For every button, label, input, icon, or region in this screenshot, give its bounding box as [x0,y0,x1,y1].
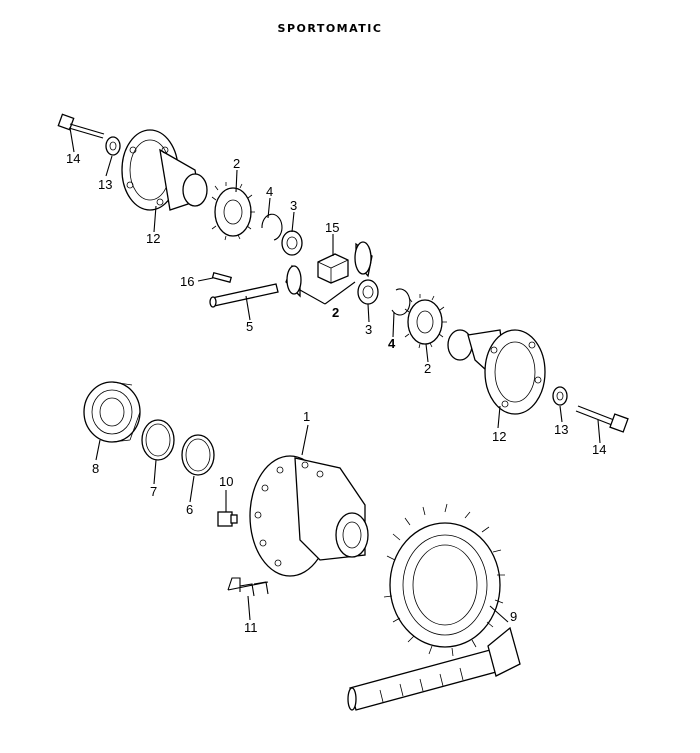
callout-11: 11 [244,620,258,635]
callout-1: 1 [303,409,311,424]
callout-2c: 2 [424,361,432,376]
side-gear-part-2a [211,182,255,241]
thrust-washer-part-3a [281,230,303,256]
callout-8: 8 [92,461,100,476]
cross-block-part-15 [317,253,349,284]
clip-part-11 [227,577,269,597]
callout-13b: 13 [554,422,569,437]
pinion-shaft-part-9 [347,626,521,711]
snap-ring-part-4a [261,213,283,241]
callout-10: 10 [219,474,234,489]
callout-3b: 3 [365,322,373,337]
pin-part-16 [211,271,233,284]
shim-part-7 [141,419,175,461]
snap-ring-part-4b [391,288,411,316]
ring-gear-part-9 [383,503,505,657]
callout-12a: 12 [146,231,161,246]
diagram-title: SPORTOMATIC [277,22,383,35]
bearing-part-8 [83,381,141,443]
callout-6: 6 [186,502,194,517]
callout-2b: 2 [332,305,340,320]
bolt-part-14a [57,113,105,139]
flange-part-12a [121,129,208,211]
bolt-part-14b [575,405,629,433]
callout-5: 5 [246,319,254,334]
thrust-washer-part-3b [357,279,379,305]
plug-part-10 [217,511,238,527]
flange-part-12b [447,329,546,415]
shaft-part-5 [209,283,279,308]
callout-12b: 12 [492,429,507,444]
callout-2a: 2 [233,156,241,171]
callout-13a: 13 [98,177,113,192]
washer-part-13a [105,136,121,156]
pinion-gear-part-2b-left [285,264,302,298]
callout-15: 15 [325,220,340,235]
callout-7: 7 [150,484,158,499]
callout-16: 16 [180,274,195,289]
callout-14b: 14 [592,442,607,457]
callout-3a: 3 [290,198,298,213]
side-gear-part-2c [404,294,447,349]
callout-4b: 4 [388,336,396,351]
housing-part-1 [249,455,369,577]
washer-part-13b [552,386,568,406]
callout-14a: 14 [66,151,81,166]
pinion-gear-part-2b-right [354,241,373,278]
shim-part-6 [181,434,215,476]
callout-4a: 4 [266,184,274,199]
callout-9: 9 [510,609,518,624]
leader-lines [69,127,601,623]
